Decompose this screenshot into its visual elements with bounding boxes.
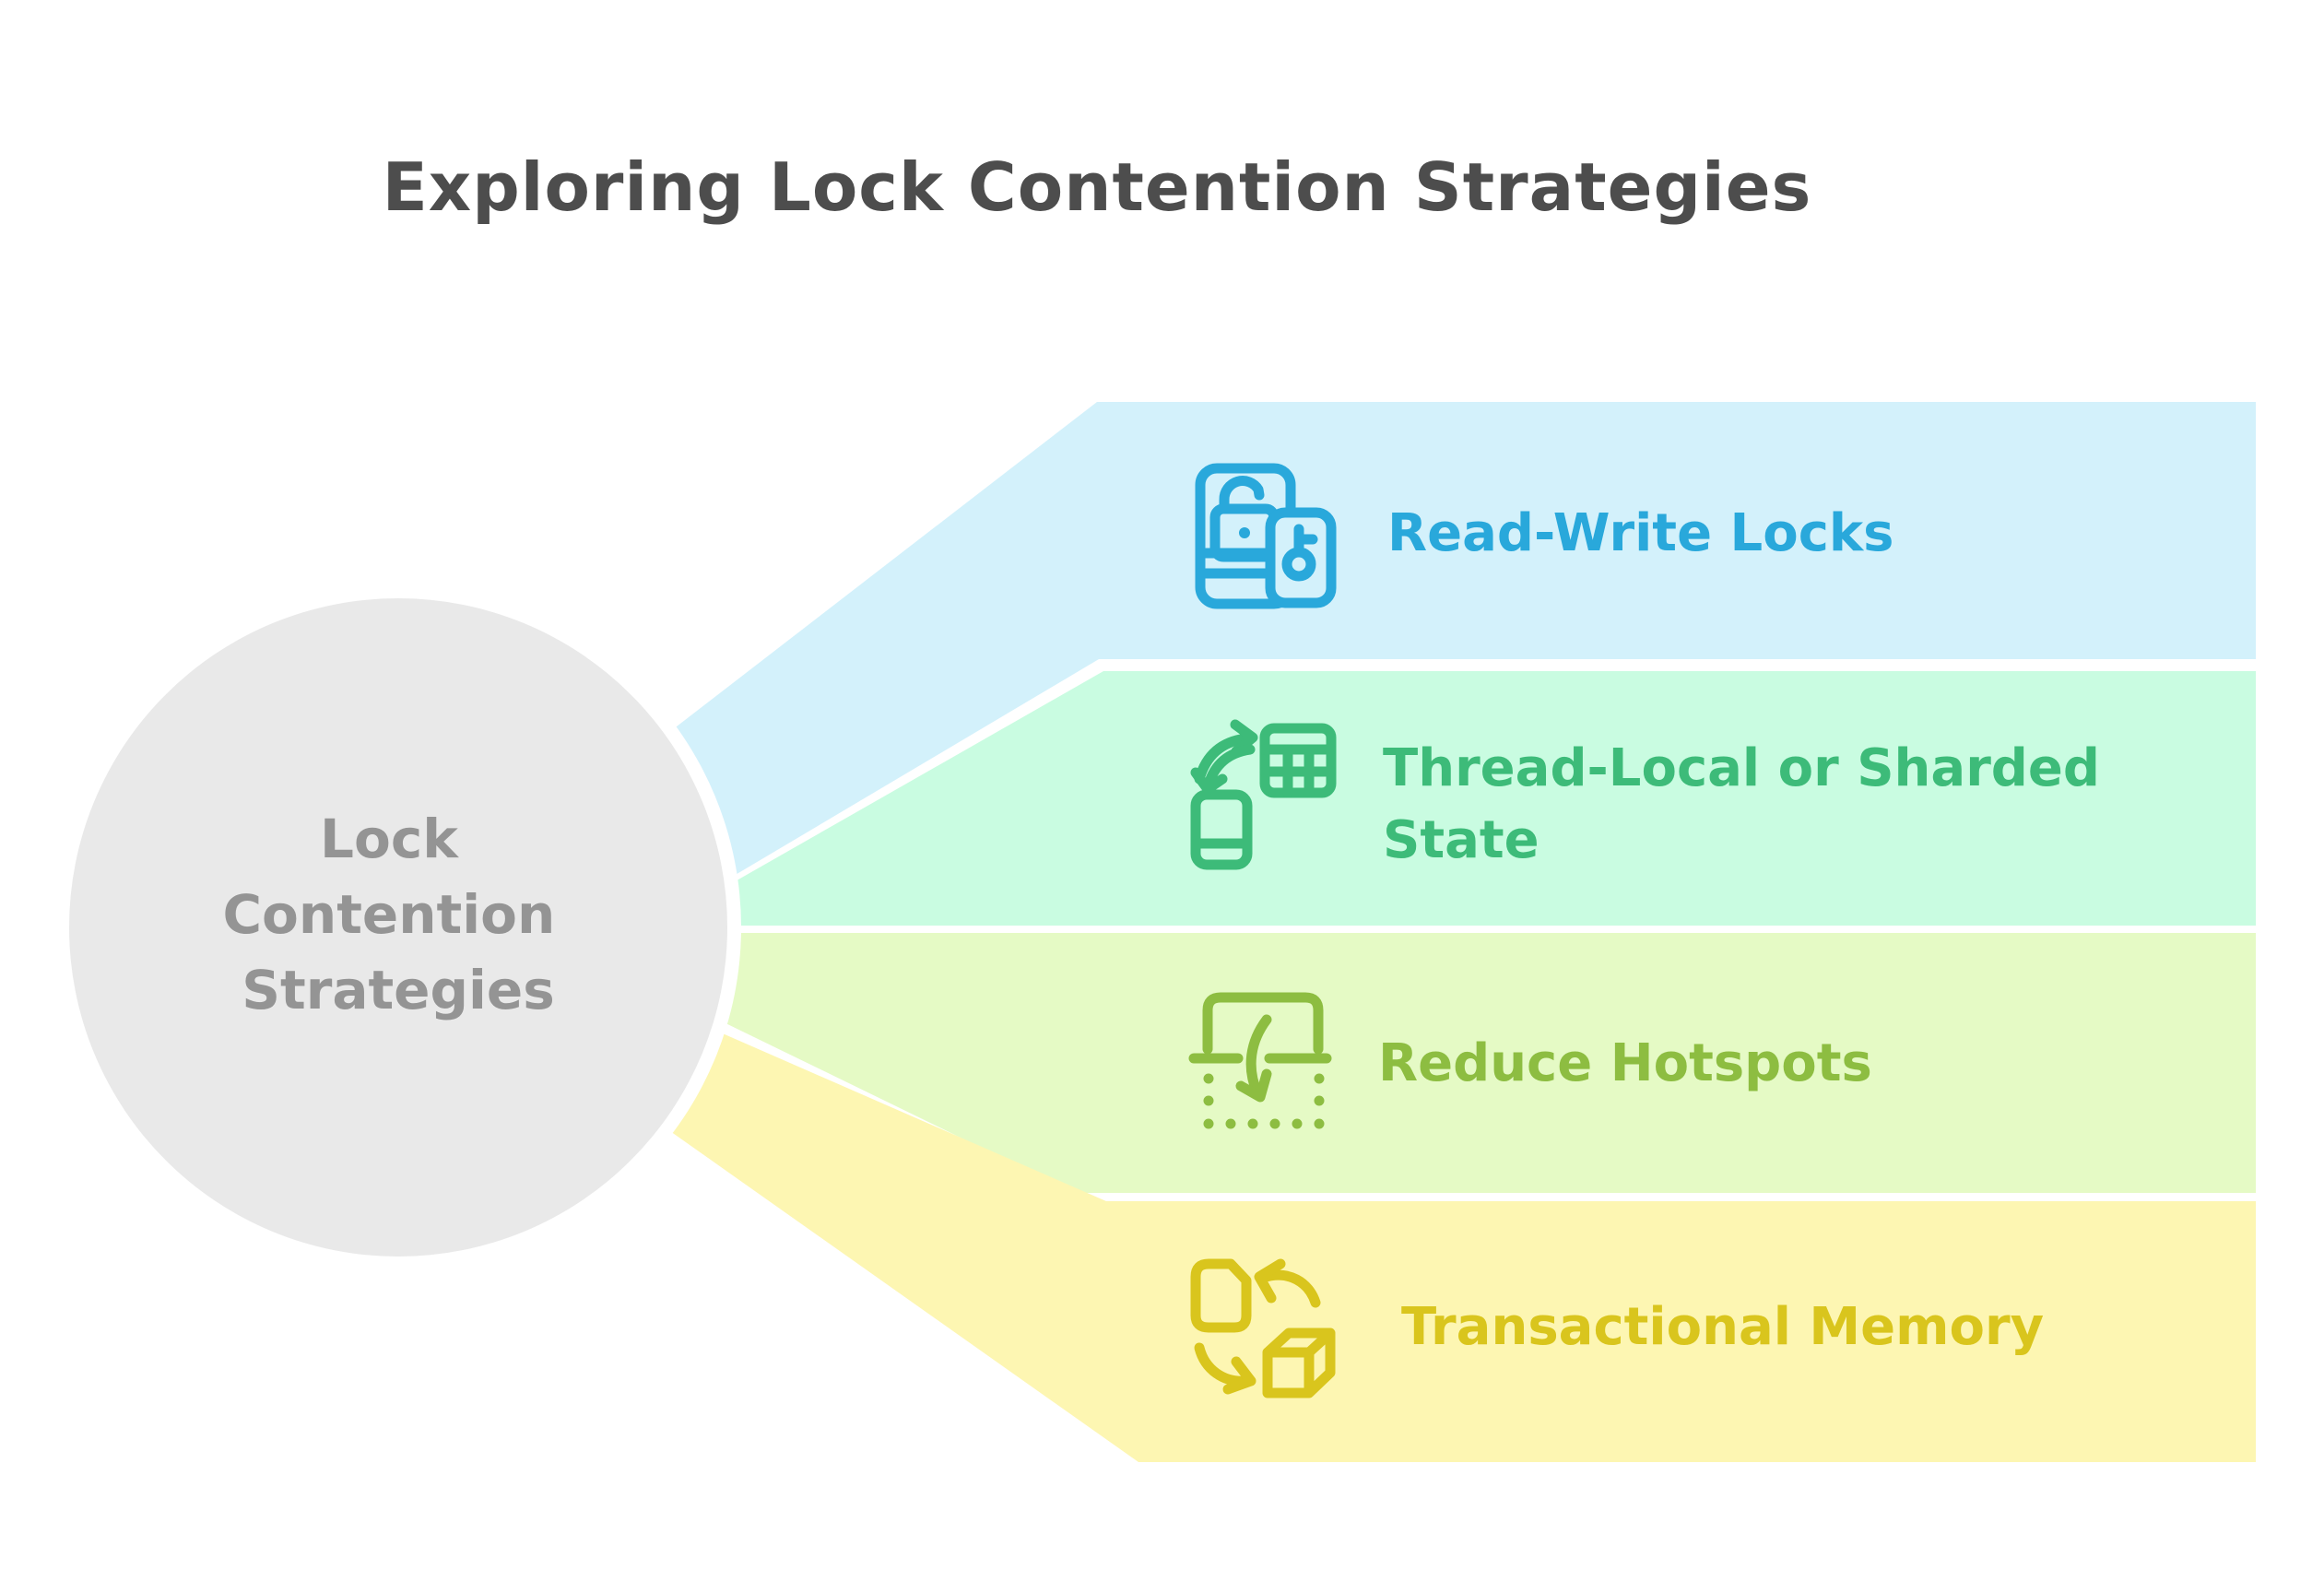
sync-arrow-top-head xyxy=(1254,1258,1286,1304)
swap-table-phone-icon xyxy=(1190,719,1337,870)
branch-label-thread-local-line-1: Thread-Local or Sharded xyxy=(1383,738,2100,798)
page-title: Exploring Lock Contention Strategies xyxy=(383,148,1812,226)
phone-shape xyxy=(1190,789,1253,870)
document-shape xyxy=(1190,1258,1252,1333)
center-node xyxy=(69,598,727,1257)
branch-band-reduce-hotspots xyxy=(680,933,2256,1193)
center-label-line-3: Strategies xyxy=(242,959,555,1021)
down-arrow-curve xyxy=(1245,1014,1272,1099)
unlocked-card-and-key-icon xyxy=(1195,463,1337,609)
branch-label-transactional-memory: Transactional Memory xyxy=(1401,1297,2044,1357)
swap-arrow-down-head xyxy=(1190,767,1228,795)
table-shape xyxy=(1259,723,1337,798)
center-node-label: Lock Contention Strategies xyxy=(222,808,573,1021)
branch-label-thread-local-line-2: State xyxy=(1383,810,1540,870)
branch-label-reduce-hotspots: Reduce Hotspots xyxy=(1378,1033,1872,1093)
extract-row-arrow-icon xyxy=(1188,992,1332,1129)
branch-band-thread-local xyxy=(680,671,2256,926)
center-label-line-1: Lock xyxy=(320,808,459,870)
down-arrow-head xyxy=(1235,1068,1272,1103)
open-shackle-shape xyxy=(1219,476,1265,514)
small-key-card-shape xyxy=(1265,507,1337,608)
document-cube-sync-icon xyxy=(1190,1258,1336,1398)
center-label-line-2: Contention xyxy=(222,883,555,946)
open-frame-shape xyxy=(1202,992,1324,1055)
branch-band-transactional-memory xyxy=(645,1009,2256,1462)
swap-arrow-down-curve xyxy=(1203,744,1256,790)
sync-arrow-bottom-head xyxy=(1222,1356,1256,1395)
branch-label-read-write-locks: Read-Write Locks xyxy=(1387,503,1893,563)
cube-shape xyxy=(1262,1328,1336,1398)
branch-band-read-write-locks xyxy=(636,402,2256,908)
padlock-keyhole-dot xyxy=(1239,527,1250,538)
